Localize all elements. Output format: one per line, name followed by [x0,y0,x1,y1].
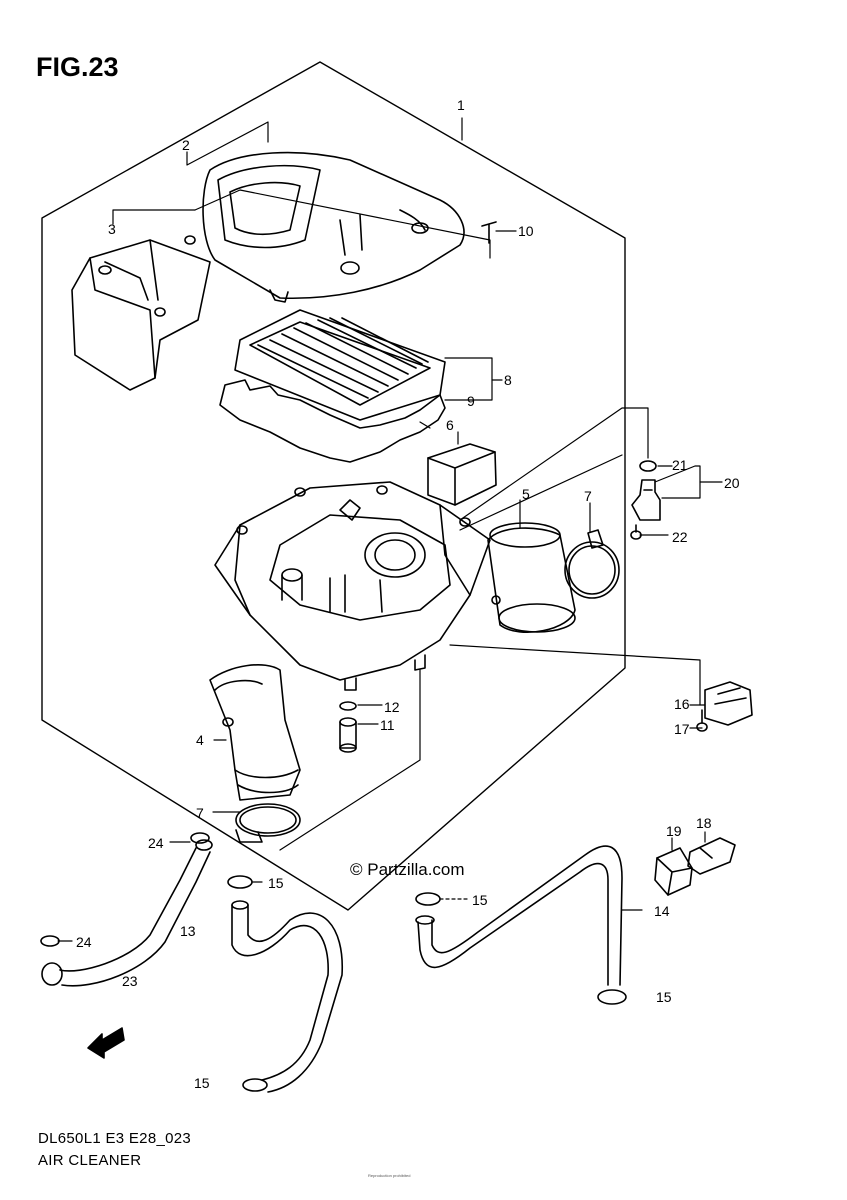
callout-16: 16 [674,696,690,712]
leader-lines [57,117,723,942]
fine-print: Reproduction prohibited [368,1173,411,1178]
bolt-part-17 [696,709,708,732]
callout-11: 11 [380,717,395,733]
air-cleaner-housing [214,481,491,691]
sensor-part-20 [631,460,661,521]
model-code: DL650L1 E3 E28_023 [38,1130,192,1147]
clamp-part-15-d [242,1078,268,1092]
outlet-tube-part-4 [209,664,301,801]
o-ring-part-21 [639,460,657,472]
clamp-part-24-b [40,935,60,947]
fwd-arrow-icon [87,1027,125,1059]
gasket-part-9 [219,379,446,463]
callout-18: 18 [696,815,712,831]
callout-12: 12 [384,699,400,715]
callout-23: 23 [122,973,138,989]
clamp-part-15-a [227,875,253,889]
callout-1: 1 [457,97,465,113]
callout-15-a: 15 [268,875,284,891]
filter-element-part-8 [234,309,446,421]
cover-part-2 [184,151,465,303]
callout-19: 19 [666,823,682,839]
callout-15-b: 15 [472,892,488,908]
connector-part-18 [687,837,736,875]
callout-14: 14 [654,903,670,919]
callout-17: 17 [674,721,690,737]
inlet-duct-part-3 [71,239,211,391]
connector-part-19 [654,847,693,896]
clamp-part-15-c [597,989,627,1005]
clamp-part-24-a [190,832,210,844]
hose-part-14 [415,845,623,986]
callout-3: 3 [108,221,116,237]
figure-title: FIG.23 [36,52,119,82]
bolt-part-11 [339,717,357,753]
washer-part-12 [339,701,357,711]
callout-7-upper: 7 [584,488,592,504]
callout-8: 8 [504,372,512,388]
clamp-part-15-b [415,892,441,906]
callout-24-upper: 24 [148,835,164,851]
hose-part-23 [41,839,213,987]
partzilla-watermark: © Partzilla.com [350,860,465,879]
callout-7-lower: 7 [196,805,204,821]
assembly-outline [41,61,626,911]
callout-24-lower: 24 [76,934,92,950]
callout-4: 4 [196,732,204,748]
callout-2: 2 [182,137,190,153]
section-name: AIR CLEANER [38,1152,142,1169]
callout-15-c: 15 [656,989,672,1005]
callout-15-d: 15 [194,1075,210,1091]
callout-10: 10 [518,223,534,239]
callout-6: 6 [446,417,454,433]
screw-part-22 [630,524,642,540]
clamp-part-7-upper [564,529,620,599]
funnel-part-5 [487,522,576,633]
pad-part-6 [427,443,497,506]
callout-20: 20 [724,475,740,491]
drain-hose-part-13 [231,900,343,1093]
callout-21: 21 [672,457,688,473]
callout-22: 22 [672,529,688,545]
callout-13: 13 [180,923,196,939]
callout-9: 9 [467,393,475,409]
clamp-part-7-lower [235,803,301,843]
sensor-part-16 [704,681,753,726]
callout-5: 5 [522,486,530,502]
